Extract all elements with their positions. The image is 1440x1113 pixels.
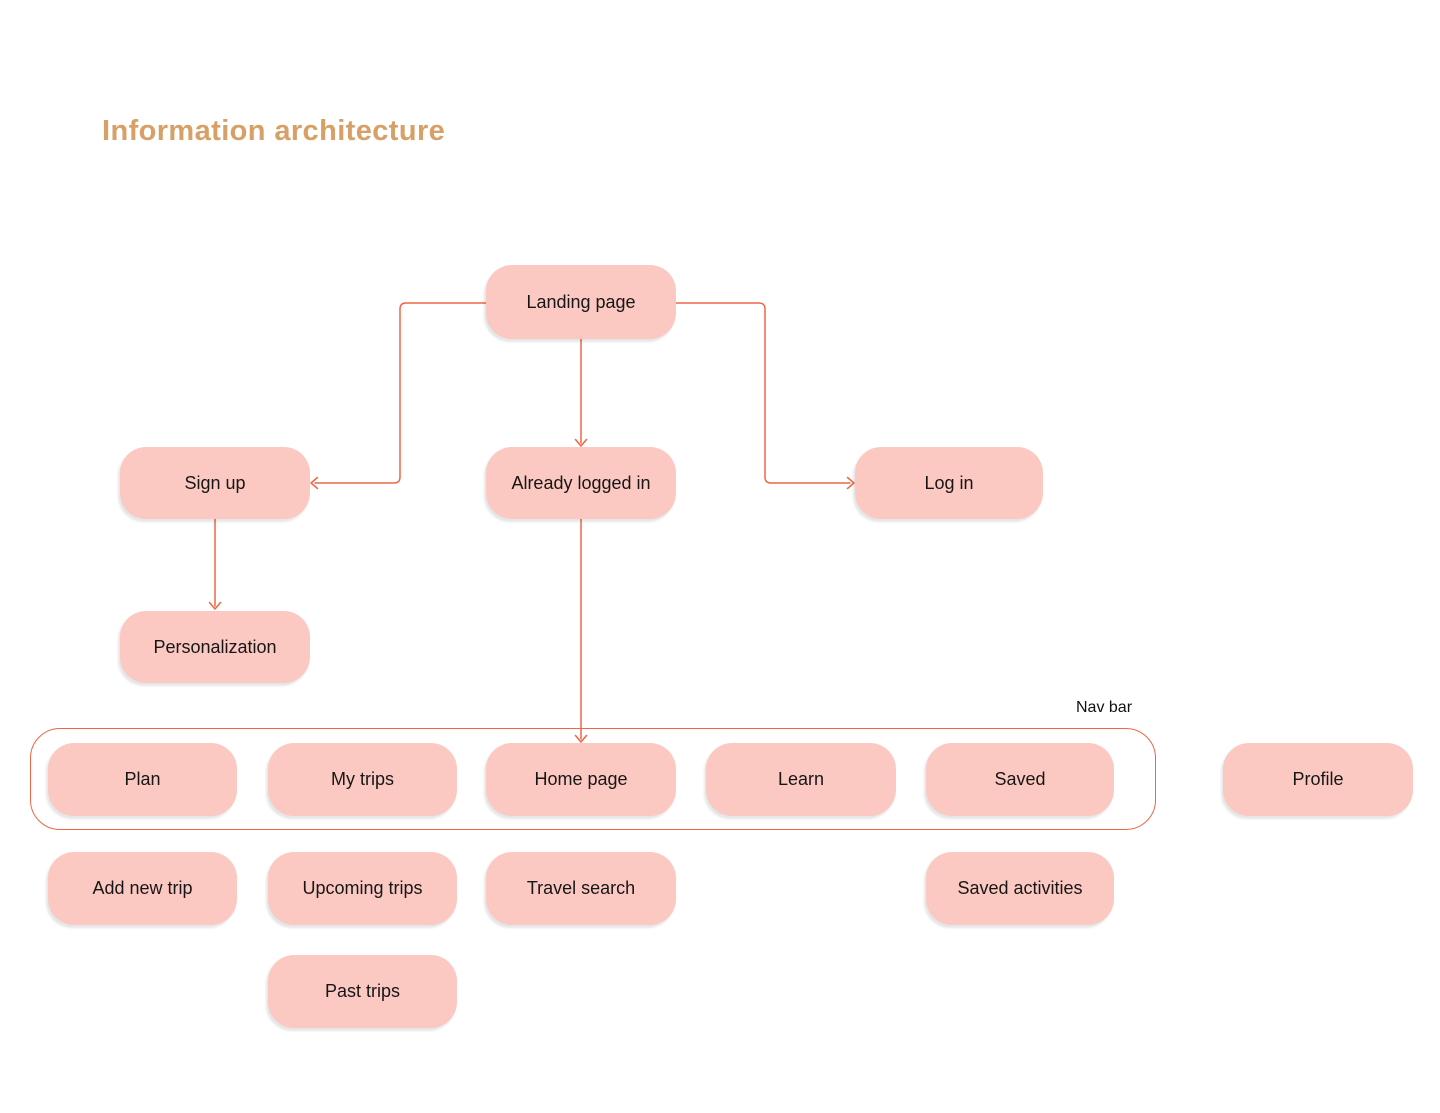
page-title: Information architecture xyxy=(102,115,446,147)
node-my-trips: My trips xyxy=(268,743,457,816)
node-upcoming-trips: Upcoming trips xyxy=(268,852,457,925)
nav-bar-group-outline xyxy=(30,728,1156,830)
node-saved-activities: Saved activities xyxy=(926,852,1114,925)
node-sign-up: Sign up xyxy=(120,447,310,519)
node-travel-search: Travel search xyxy=(486,852,676,925)
node-past-trips: Past trips xyxy=(268,955,457,1028)
node-log-in: Log in xyxy=(855,447,1043,519)
node-landing-page: Landing page xyxy=(486,265,676,339)
connector-landing-to-sign-up xyxy=(310,302,487,490)
node-home-page: Home page xyxy=(486,743,676,816)
connector-already-logged-in-to-home-page xyxy=(574,518,588,743)
node-personalization: Personalization xyxy=(120,611,310,683)
connector-sign-up-to-personalization xyxy=(208,518,222,610)
node-learn: Learn xyxy=(706,743,896,816)
node-saved: Saved xyxy=(926,743,1114,816)
node-already-logged-in: Already logged in xyxy=(486,447,676,519)
connector-landing-to-already-logged-in xyxy=(574,338,588,447)
connector-landing-to-log-in xyxy=(675,302,855,490)
node-plan: Plan xyxy=(48,743,237,816)
node-add-new-trip: Add new trip xyxy=(48,852,237,925)
nav-bar-label: Nav bar xyxy=(1076,699,1133,716)
node-profile: Profile xyxy=(1223,743,1413,816)
